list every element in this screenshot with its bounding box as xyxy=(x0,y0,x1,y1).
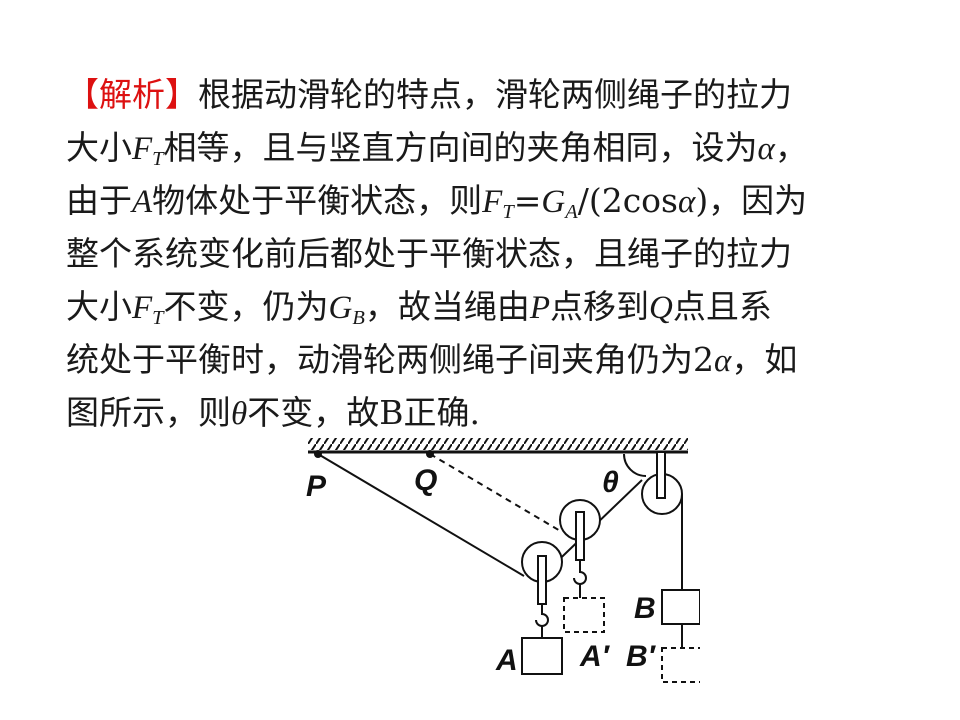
text-segment: ，故当绳由 xyxy=(364,287,530,326)
block-A xyxy=(521,637,563,675)
subscript-A: A xyxy=(565,201,578,224)
subscript-T: T xyxy=(152,307,164,330)
label-A-prime: A′ xyxy=(579,640,611,673)
text-segment: 不变，故B正确. xyxy=(247,393,480,432)
movable-pulley-lower-axle xyxy=(537,555,547,605)
text-segment: 根据动滑轮的特点，滑轮两侧绳子的拉力 xyxy=(198,75,792,114)
label-theta: θ xyxy=(602,466,619,499)
explanation-text: 【解析】根据动滑轮的特点，滑轮两侧绳子的拉力 大小FT相等，且与竖直方向间的夹角… xyxy=(66,68,906,439)
text-segment: = xyxy=(513,181,542,220)
text-segment: 不变，仍为 xyxy=(163,287,329,326)
block-A-prime-dashed xyxy=(563,597,605,633)
explanation-line-1: 【解析】根据动滑轮的特点，滑轮两侧绳子的拉力 xyxy=(66,68,906,121)
explanation-tag: 【解析】 xyxy=(66,75,198,114)
subscript-T: T xyxy=(152,148,164,171)
text-segment: /(2cos xyxy=(577,181,678,220)
symbol-F: F xyxy=(132,290,153,326)
fixed-pulley-axle xyxy=(656,451,666,499)
text-segment: ，如 xyxy=(731,340,798,379)
rope-from-P xyxy=(317,453,525,577)
subscript-B: B xyxy=(352,307,365,330)
symbol-G: G xyxy=(541,184,566,220)
explanation-line-7: 图所示，则θ不变，故B正确. xyxy=(66,386,906,439)
block-B-prime-dashed xyxy=(661,647,700,683)
label-A: A xyxy=(495,644,518,677)
symbol-Q: Q xyxy=(649,290,673,326)
text-segment: 由于 xyxy=(66,181,132,220)
label-Q: Q xyxy=(414,464,437,497)
symbol-F: F xyxy=(482,184,503,220)
angle-theta-arc xyxy=(623,453,647,477)
text-segment: 统处于平衡时，动滑轮两侧绳子间夹角仍为2 xyxy=(66,340,714,379)
block-B xyxy=(661,589,700,625)
movable-pulley-upper-axle xyxy=(575,511,585,561)
explanation-line-2: 大小FT相等，且与竖直方向间的夹角相同，设为α， xyxy=(66,121,906,174)
symbol-G: G xyxy=(328,290,353,326)
symbol-alpha: α xyxy=(757,131,775,167)
text-segment: 点且系 xyxy=(672,287,772,326)
explanation-line-3: 由于A物体处于平衡状态，则FT=GA/(2cosα)，因为 xyxy=(66,174,906,227)
pulley-diagram: P Q θ A A′ B B′ xyxy=(306,438,700,683)
subscript-T: T xyxy=(502,201,514,224)
text-segment: )，因为 xyxy=(695,181,808,220)
label-B-prime: B′ xyxy=(626,640,657,673)
label-P: P xyxy=(306,470,327,503)
rope-from-Q-dashed xyxy=(429,453,563,533)
hook-lower xyxy=(535,604,549,627)
text-segment: ， xyxy=(774,128,808,167)
symbol-alpha: α xyxy=(714,343,732,379)
text-segment: 整个系统变化前后都处于平衡状态，且绳子的拉力 xyxy=(66,234,792,273)
symbol-P: P xyxy=(529,290,551,326)
text-segment: 点移到 xyxy=(550,287,650,326)
explanation-line-6: 统处于平衡时，动滑轮两侧绳子间夹角仍为2α，如 xyxy=(66,333,906,386)
label-B: B xyxy=(634,592,656,625)
symbol-alpha: α xyxy=(677,184,696,220)
explanation-line-4: 整个系统变化前后都处于平衡状态，且绳子的拉力 xyxy=(66,227,906,280)
text-segment: 图所示，则 xyxy=(66,393,231,432)
ceiling-hatch xyxy=(308,438,688,450)
text-segment: 大小 xyxy=(66,287,132,326)
text-segment: 物体处于平衡状态，则 xyxy=(152,181,483,220)
symbol-theta: θ xyxy=(231,396,248,432)
symbol-F: F xyxy=(132,131,153,167)
text-segment: 相等，且与竖直方向间的夹角相同，设为 xyxy=(163,128,758,167)
hook-upper xyxy=(573,560,587,585)
text-segment: 大小 xyxy=(66,128,132,167)
explanation-line-5: 大小FT不变，仍为GB，故当绳由P点移到Q点且系 xyxy=(66,280,906,333)
symbol-A: A xyxy=(132,184,153,220)
